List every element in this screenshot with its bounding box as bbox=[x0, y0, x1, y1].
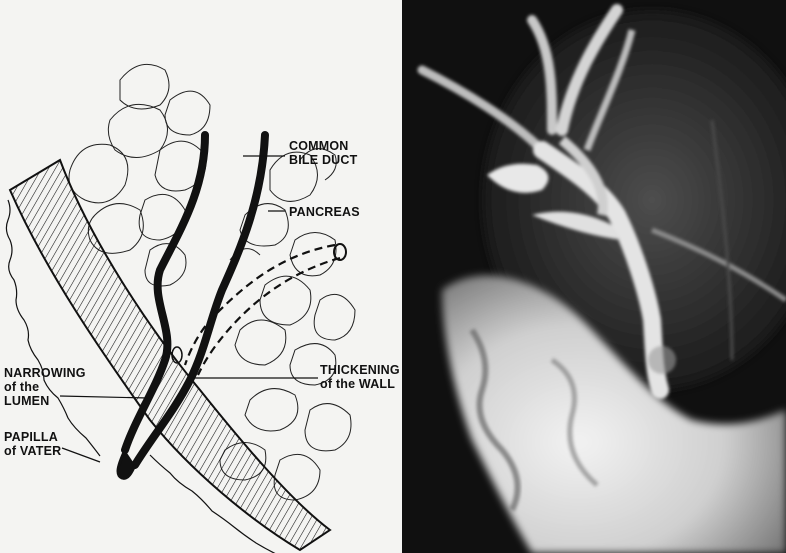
papilla-diagram: COMMON BILE DUCT PANCREAS THICKENING of … bbox=[0, 0, 402, 553]
label-papilla-line2: of VATER bbox=[4, 444, 61, 458]
label-thickening-line1: THICKENING bbox=[320, 363, 400, 377]
label-papilla-line1: PAPILLA bbox=[4, 430, 58, 444]
label-common-line1: COMMON bbox=[289, 139, 349, 153]
label-pancreas: PANCREAS bbox=[289, 205, 360, 219]
label-narrowing-line3: LUMEN bbox=[4, 394, 49, 408]
label-thickening-line2: of the WALL bbox=[320, 377, 395, 391]
cholangiogram-image bbox=[402, 0, 786, 553]
diagram-panel: COMMON BILE DUCT PANCREAS THICKENING of … bbox=[0, 0, 402, 553]
label-narrowing-line1: NARROWING bbox=[4, 366, 86, 380]
label-narrowing-line2: of the bbox=[4, 380, 39, 394]
label-common-line2: BILE DUCT bbox=[289, 153, 358, 167]
radiograph-panel bbox=[402, 0, 786, 553]
